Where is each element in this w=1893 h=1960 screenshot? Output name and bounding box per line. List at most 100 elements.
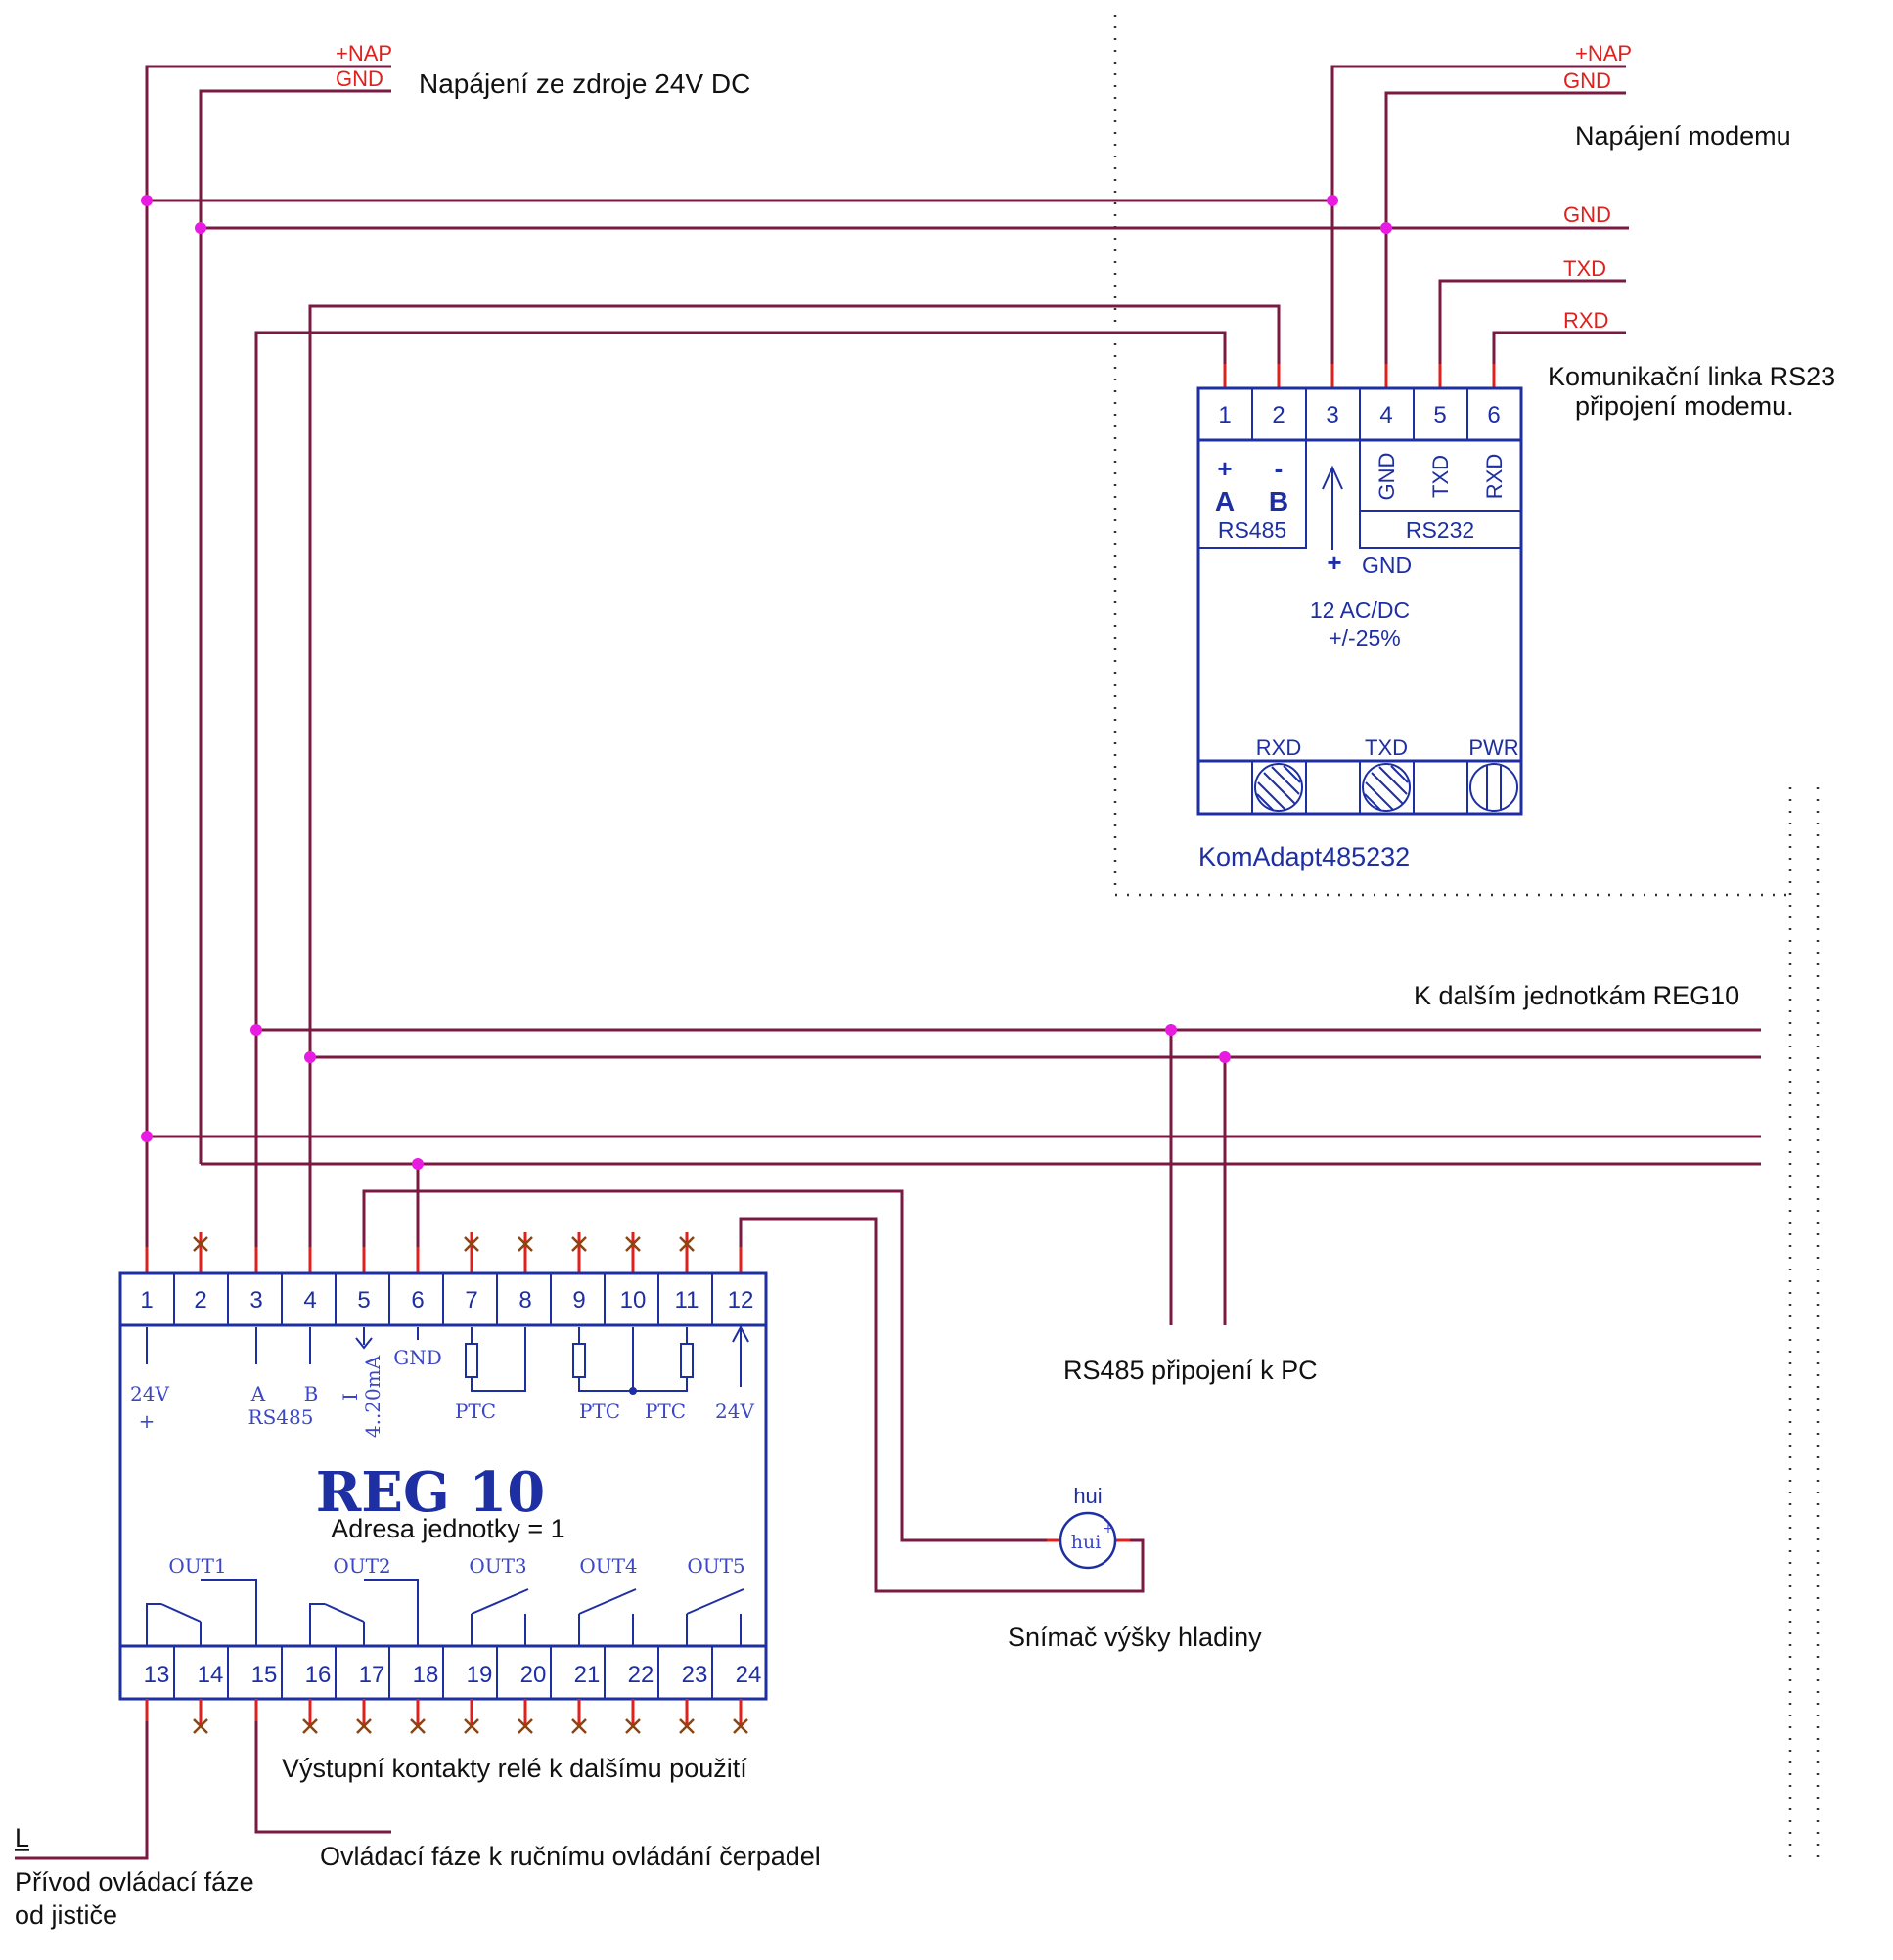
reg-t5-i: I xyxy=(338,1393,362,1401)
adapter-rs232-label: RS232 xyxy=(1406,517,1474,543)
modem-link-label-2: připojení modemu. xyxy=(1575,391,1794,421)
reg-terminal-22: 22 xyxy=(628,1662,654,1688)
ptc-sensor-icon-2 xyxy=(572,1327,694,1395)
adapter-voltage-1: 12 AC/DC xyxy=(1310,598,1410,623)
adapter-b-label: B xyxy=(1269,486,1288,516)
adapter-led-txd-label: TXD xyxy=(1365,735,1408,760)
adapter-voltage-2: +/-25% xyxy=(1329,625,1401,650)
level-sensor: hui hui + Snímač výšky hladiny xyxy=(1008,1484,1262,1652)
relay-out2-icon: OUT2 xyxy=(309,1554,419,1646)
reg-terminal-8: 8 xyxy=(518,1287,531,1314)
relay-out4-icon: OUT4 xyxy=(578,1554,638,1646)
modem-power-label: Napájení modemu xyxy=(1575,121,1791,151)
reg-terminal-3: 3 xyxy=(249,1287,262,1314)
modem-txd-label: TXD xyxy=(1563,256,1606,281)
reg-terminal-19: 19 xyxy=(467,1662,493,1688)
komadapt-module: 1 2 3 4 5 6 + A - B RS485 GND TXD RXD RS… xyxy=(1196,364,1523,871)
reg-terminal-1: 1 xyxy=(140,1287,153,1314)
relay-out5-icon: OUT5 xyxy=(686,1554,745,1646)
adapter-txd-label: TXD xyxy=(1428,455,1453,498)
control-phase-label: Ovládací fáze k ručnímu ovládání čerpade… xyxy=(320,1842,821,1871)
adapter-b-sign: - xyxy=(1275,454,1284,483)
adapter-gnd-in-label: GND xyxy=(1362,553,1412,578)
adapter-terminal-1: 1 xyxy=(1218,402,1231,428)
relay-out1-icon: OUT1 xyxy=(146,1554,257,1646)
modem-rxd-label: RXD xyxy=(1563,308,1608,333)
modem-labels: +NAP GND Napájení modemu GND TXD RXD Kom… xyxy=(1548,41,1835,421)
sensor-symbol: hui xyxy=(1071,1532,1102,1553)
modem-gnd2-label: GND xyxy=(1563,202,1611,227)
power-supply-label: Napájení ze zdroje 24V DC xyxy=(419,68,750,99)
reg-t4-b: B xyxy=(304,1382,319,1405)
reg-terminal-17: 17 xyxy=(359,1662,385,1688)
power-gnd-label: GND xyxy=(336,67,383,91)
reg-out2: OUT2 xyxy=(333,1554,390,1578)
rxd-led-icon xyxy=(1251,760,1307,815)
dotted-separators xyxy=(1113,15,1820,1863)
adapter-rxd-label: RXD xyxy=(1482,454,1507,499)
reg-terminal-16: 16 xyxy=(305,1662,332,1688)
reg-out3: OUT3 xyxy=(469,1554,526,1578)
reg-ptc-2: PTC xyxy=(579,1400,620,1423)
reg-rs485-label: RS485 xyxy=(248,1405,314,1429)
txd-led-icon xyxy=(1359,760,1415,815)
reg-ptc-3: PTC xyxy=(645,1400,686,1423)
adapter-terminal-2: 2 xyxy=(1272,402,1285,428)
reg-terminal-5: 5 xyxy=(357,1287,370,1314)
reg-terminal-24: 24 xyxy=(736,1662,762,1688)
ptc-sensor-icon-1 xyxy=(465,1327,526,1392)
modem-link-label-1: Komunikační linka RS23 xyxy=(1548,362,1835,391)
reg-terminal-9: 9 xyxy=(572,1287,585,1314)
adapter-led-rxd-label: RXD xyxy=(1256,735,1301,760)
power-nap-label: +NAP xyxy=(336,41,392,66)
reg10-unit: 1 2 3 4 5 6 7 8 9 10 11 12 24V + A B RS4… xyxy=(118,1232,768,1734)
adapter-gnd-label: GND xyxy=(1375,453,1399,501)
reg-out5: OUT5 xyxy=(687,1554,744,1578)
nc-markers-top xyxy=(193,1232,695,1273)
svg-text:+: + xyxy=(1103,1521,1114,1537)
reg-terminal-11: 11 xyxy=(675,1287,699,1314)
power-supply-labels: +NAP GND Napájení ze zdroje 24V DC xyxy=(336,41,750,99)
adapter-terminal-5: 5 xyxy=(1433,402,1446,428)
reg-address: Adresa jednotky = 1 xyxy=(331,1514,564,1543)
reg-top-terminal-numbers: 1 2 3 4 5 6 7 8 9 10 11 12 xyxy=(140,1287,753,1314)
adapter-name: KomAdapt485232 xyxy=(1198,842,1410,871)
pwr-led-icon xyxy=(1466,760,1522,815)
reg-out1: OUT1 xyxy=(168,1554,226,1578)
nc-markers-bottom xyxy=(145,1699,748,1734)
reg-title: REG 10 xyxy=(316,1460,545,1525)
reg-terminal-2: 2 xyxy=(194,1287,206,1314)
reg-t12-volt: 24V xyxy=(715,1400,754,1423)
reg-terminal-20: 20 xyxy=(520,1662,547,1688)
sensor-name: hui xyxy=(1073,1484,1102,1508)
relay-outputs-label: Výstupní kontakty relé k dalšímu použití xyxy=(282,1754,747,1783)
reg-terminal-18: 18 xyxy=(413,1662,439,1688)
adapter-terminal-3: 3 xyxy=(1326,402,1338,428)
reg-bottom-terminal-numbers: 13 14 15 16 17 18 19 20 21 22 23 24 xyxy=(144,1662,762,1688)
reg-t6-gnd: GND xyxy=(393,1346,442,1369)
reg-ptc-1: PTC xyxy=(455,1400,496,1423)
reg-t1-sign: + xyxy=(139,1409,156,1433)
reg-terminal-23: 23 xyxy=(682,1662,708,1688)
adapter-terminal-4: 4 xyxy=(1379,402,1392,428)
sensor-label: Snímač výšky hladiny xyxy=(1008,1623,1262,1652)
supply-line-2: od jističe xyxy=(15,1900,117,1930)
modem-gnd-label: GND xyxy=(1563,68,1611,93)
junction-dots xyxy=(141,195,1392,1170)
adapter-rs485-label: RS485 xyxy=(1218,517,1286,543)
supply-l-label: L xyxy=(15,1823,29,1852)
reg-terminal-4: 4 xyxy=(303,1287,316,1314)
terminal-dividers xyxy=(173,1273,713,1699)
reg-terminal-21: 21 xyxy=(574,1662,601,1688)
adapter-a-sign: + xyxy=(1217,454,1232,483)
reg-terminal-15: 15 xyxy=(251,1662,278,1688)
reg-terminal-12: 12 xyxy=(728,1287,754,1314)
level-sensor-icon xyxy=(1059,1511,1117,1570)
wires xyxy=(15,65,1761,1860)
reg-out4: OUT4 xyxy=(579,1554,637,1578)
reg-t1-volt: 24V xyxy=(130,1382,169,1405)
reg-t5-range: 4..20mA xyxy=(361,1355,384,1438)
reg-terminal-10: 10 xyxy=(620,1287,647,1314)
bus-label: K dalším jednotkám REG10 xyxy=(1414,981,1739,1010)
